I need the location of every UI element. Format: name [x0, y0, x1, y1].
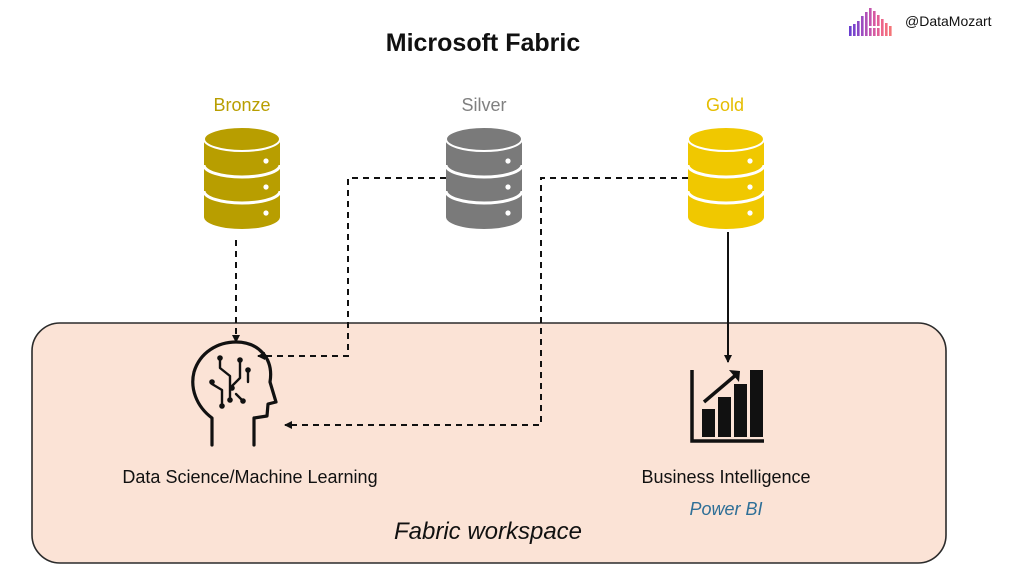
bar-spectrum-logo-icon: [849, 8, 892, 36]
tier-label-silver: Silver: [461, 95, 507, 115]
data-science-label: Data Science/Machine Learning: [122, 467, 378, 487]
workspace-label: Fabric workspace: [393, 518, 583, 545]
ai-head-circuit-icon: [191, 340, 278, 447]
author-handle: @DataMozart: [905, 13, 992, 29]
bronze-database-icon: [202, 126, 282, 229]
business-intelligence-label: Business Intelligence: [641, 467, 811, 487]
fabric-workspace-panel: [31, 322, 947, 564]
connector-silver-to-data-science: [257, 177, 446, 360]
power-bi-label: Power BI: [689, 499, 763, 519]
connector-gold-to-data-science: [284, 177, 688, 429]
tier-label-bronze: Bronze: [213, 95, 271, 115]
tier-label-gold: Gold: [705, 95, 745, 115]
diagram-title: Microsoft Fabric: [385, 29, 581, 57]
growth-chart-icon: [690, 370, 764, 443]
silver-database-icon: [444, 126, 524, 229]
gold-database-icon: [686, 126, 766, 229]
